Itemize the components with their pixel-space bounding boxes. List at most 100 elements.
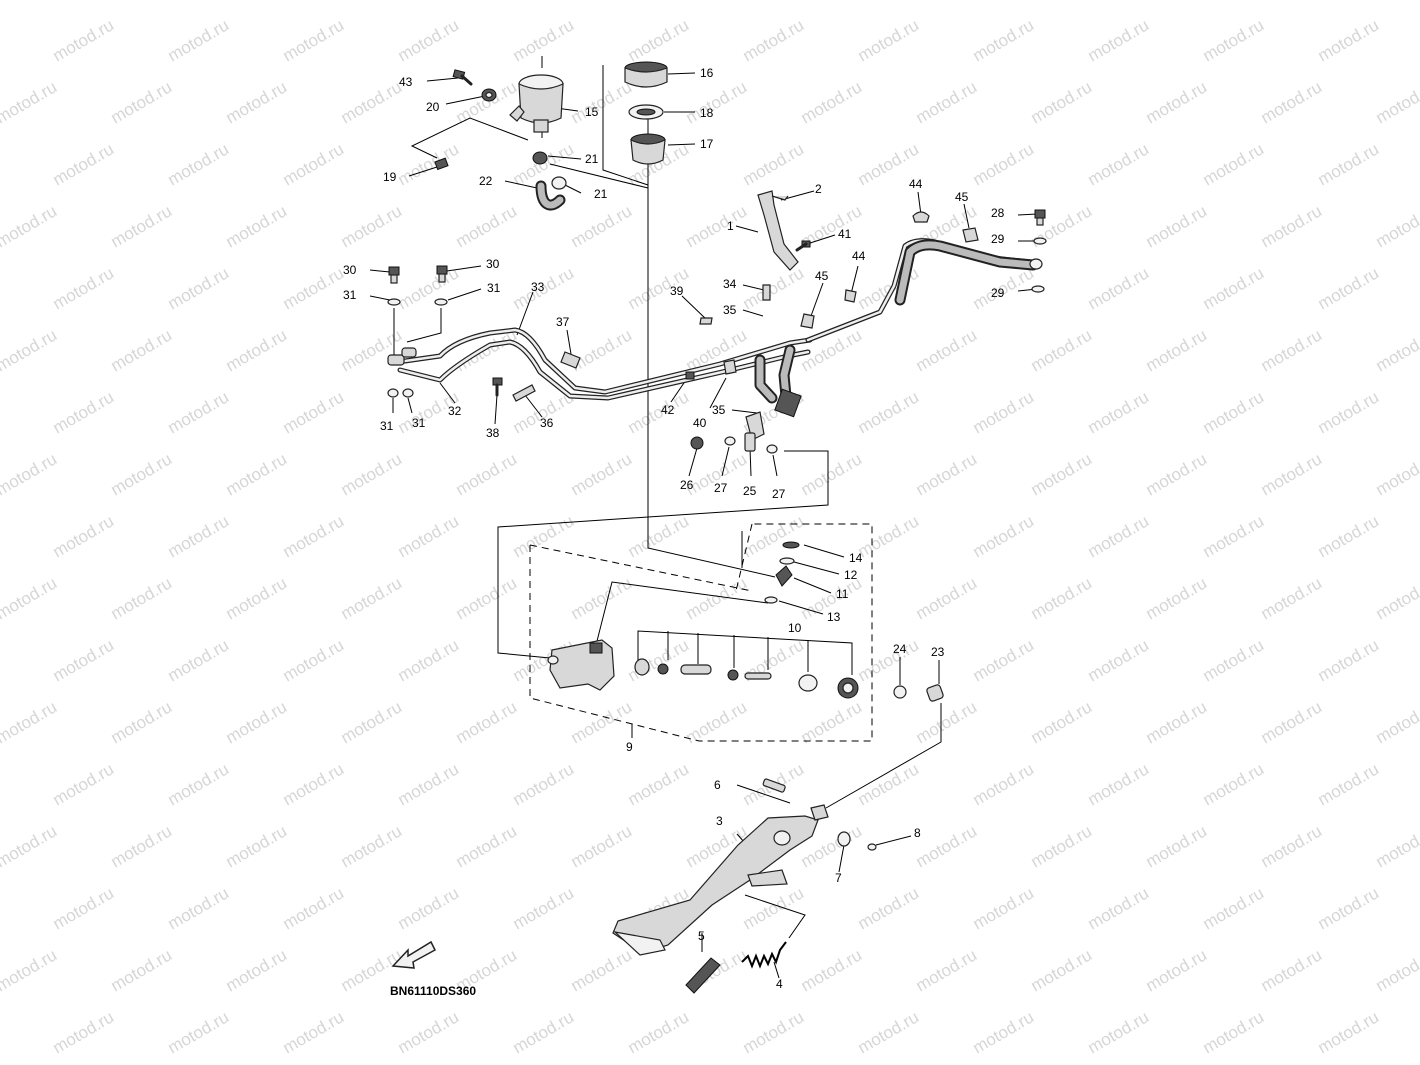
watermark-text: motod.ru <box>1028 77 1096 127</box>
watermark-text: motod.ru <box>1200 139 1268 189</box>
watermark-text: motod.ru <box>223 449 291 499</box>
watermark-text: motod.ru <box>913 573 981 623</box>
callout-2: 2 <box>815 182 822 196</box>
callout-20: 20 <box>426 100 440 114</box>
brake-hose-center <box>745 344 802 441</box>
watermark-text: motod.ru <box>1200 883 1268 933</box>
callout-numbers: 1 2 3 4 5 6 7 8 9 10 11 12 13 14 15 16 1… <box>343 66 1005 991</box>
watermark-text: motod.ru <box>1373 697 1420 747</box>
watermark-text: motod.ru <box>740 511 808 561</box>
watermark-text: motod.ru <box>0 821 60 871</box>
watermark-text: motod.ru <box>1200 1007 1268 1057</box>
pedal-parts-6-8 <box>762 778 877 851</box>
watermark-text: motod.ru <box>0 449 60 499</box>
watermark-text: motod.ru <box>510 15 578 65</box>
piston-kit-10 <box>634 658 859 699</box>
watermark-text: motod.ru <box>453 821 521 871</box>
callout-34: 34 <box>723 277 737 291</box>
reservoir-diaphragm <box>630 133 666 165</box>
watermark-text: motod.ru <box>1085 759 1153 809</box>
clamps-small <box>685 284 857 380</box>
watermark-text: motod.ru <box>0 15 2 65</box>
callout-16: 16 <box>700 66 714 80</box>
watermark-text: motod.ru <box>913 77 981 127</box>
watermark-text: motod.ru <box>1373 77 1420 127</box>
watermark-text: motod.ru <box>50 1007 118 1057</box>
watermark-text: motod.ru <box>970 387 1038 437</box>
watermark-text: motod.ru <box>855 263 923 313</box>
watermark-text: motod.ru <box>1315 883 1383 933</box>
watermark-text: motod.ru <box>625 15 693 65</box>
callout-29b: 29 <box>991 286 1005 300</box>
watermark-text: motod.ru <box>165 15 233 65</box>
diagram-code: BN61110DS360 <box>390 984 476 998</box>
watermark-text: motod.ru <box>1315 511 1383 561</box>
callout-3: 3 <box>716 814 723 828</box>
watermark-text: motod.ru <box>855 635 923 685</box>
watermark-text: motod.ru <box>338 449 406 499</box>
watermark-text: motod.ru <box>50 635 118 685</box>
watermark-text: motod.ru <box>568 697 636 747</box>
clamp-36 <box>512 384 536 402</box>
callout-1: 1 <box>727 219 734 233</box>
watermark-text: motod.ru <box>970 139 1038 189</box>
watermark-text: motod.ru <box>453 77 521 127</box>
watermark-text: motod.ru <box>280 511 348 561</box>
watermark-text: motod.ru <box>165 387 233 437</box>
watermark-text: motod.ru <box>338 697 406 747</box>
footrest-rubber-5 <box>685 957 721 994</box>
watermark-text: motod.ru <box>1143 325 1211 375</box>
callout-13: 13 <box>827 610 841 624</box>
watermark-text: motod.ru <box>1028 449 1096 499</box>
watermark-text: motod.ru <box>1085 1007 1153 1057</box>
watermark-text: motod.ru <box>683 201 751 251</box>
callout-44b: 44 <box>852 249 866 263</box>
watermark-text: motod.ru <box>1373 945 1420 995</box>
callout-28: 28 <box>991 206 1005 220</box>
watermark-text: motod.ru <box>280 883 348 933</box>
kit-outlines <box>529 523 873 742</box>
callout-31a: 31 <box>343 288 357 302</box>
watermark-text: motod.ru <box>1315 635 1383 685</box>
watermark-text: motod.ru <box>855 511 923 561</box>
watermark-text: motod.ru <box>453 449 521 499</box>
watermark-text: motod.ru <box>1373 325 1420 375</box>
return-spring-4 <box>741 941 787 969</box>
watermark-text: motod.ru <box>913 697 981 747</box>
watermark-text: motod.ru <box>798 945 866 995</box>
reservoir-cap <box>624 61 668 88</box>
watermark-text: motod.ru <box>1085 263 1153 313</box>
callout-23: 23 <box>931 645 945 659</box>
watermark-text: motod.ru <box>855 759 923 809</box>
watermark-text: motod.ru <box>280 139 348 189</box>
bolt-28 <box>1034 209 1046 226</box>
watermark-text: motod.ru <box>1315 1007 1383 1057</box>
watermark-text: motod.ru <box>1258 573 1326 623</box>
brake-pipe-right <box>805 238 1043 343</box>
master-cylinder <box>547 639 615 691</box>
watermark-text: motod.ru <box>970 1007 1038 1057</box>
watermark-text: motod.ru <box>855 1007 923 1057</box>
watermark-text: motod.ru <box>223 201 291 251</box>
watermark-text: motod.ru <box>970 635 1038 685</box>
grommet-20 <box>481 88 497 102</box>
callout-27b: 27 <box>772 487 786 501</box>
watermark-text: motod.ru <box>1143 201 1211 251</box>
callout-24: 24 <box>893 642 907 656</box>
watermark-text: motod.ru <box>338 573 406 623</box>
watermark-text: motod.ru <box>1200 635 1268 685</box>
bolt-41 <box>795 240 811 252</box>
watermark-text: motod.ru <box>1143 573 1211 623</box>
watermark-text: motod.ru <box>1143 945 1211 995</box>
leader-lines <box>369 56 1038 979</box>
watermark-text: motod.ru <box>0 573 60 623</box>
watermark-text: motod.ru <box>510 759 578 809</box>
callout-18: 18 <box>700 106 714 120</box>
watermark-text: motod.ru <box>1085 139 1153 189</box>
callout-42: 42 <box>661 403 675 417</box>
watermark-text: motod.ru <box>1258 821 1326 871</box>
watermark-text: motod.ru <box>165 139 233 189</box>
watermark-text: motod.ru <box>798 449 866 499</box>
callout-21b: 21 <box>594 187 608 201</box>
watermark-text: motod.ru <box>1315 759 1383 809</box>
